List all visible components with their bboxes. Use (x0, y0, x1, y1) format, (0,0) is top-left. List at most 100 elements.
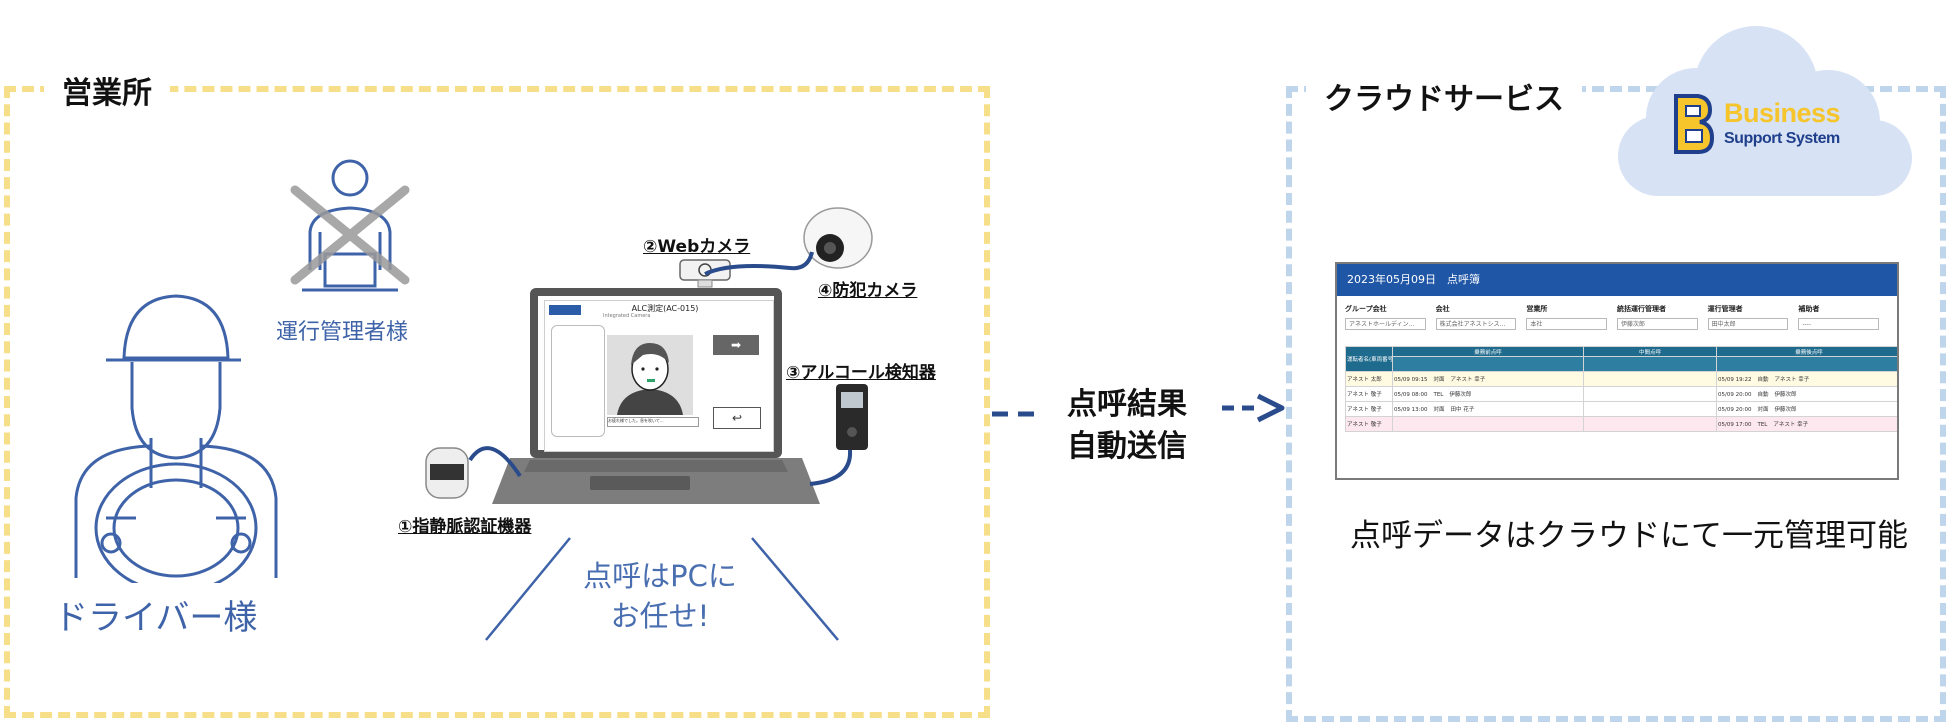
post-method-cell: 05/09 20:00 自動伊藤次郎 (1716, 386, 1897, 402)
filter-select[interactable]: 伊藤次郎 (1617, 318, 1698, 330)
filter-label: 補助者 (1798, 305, 1820, 313)
pre-method-cell: 05/09 13:00 対面田中 花子 (1392, 401, 1584, 417)
post-method: 対面 (1757, 407, 1769, 413)
post-time: 05/09 20:00 (1718, 392, 1752, 398)
cross-mark-icon (290, 185, 410, 285)
driver-name: アネスト 敬子 (1347, 407, 1382, 413)
pre-checker: アネスト 幸子 (1450, 377, 1486, 383)
window-title: ALC測定(AC-015) (631, 304, 699, 313)
group-header-mid: 中間点呼 (1583, 346, 1717, 357)
rollcall-table: 運転者名(車両番号) 乗務前点呼 中間点呼 乗務後点呼 アネスト 太郎 05/09… (1345, 346, 1897, 432)
filter-select[interactable]: 本社 (1526, 318, 1607, 330)
post-time: 05/09 19:22 (1718, 377, 1752, 383)
post-checker: 伊藤次郎 (1774, 407, 1797, 413)
filter-select[interactable]: ---- (1798, 318, 1879, 330)
post-method: TEL (1757, 422, 1768, 428)
webcam-icon (679, 259, 731, 288)
pre-checker: 田中 花子 (1450, 407, 1475, 413)
transfer-text: 点呼結果 自動送信 (1052, 384, 1202, 468)
cloud-title: クラウドサービス (1306, 74, 1582, 118)
mid-cell (1583, 416, 1717, 432)
post-checker: 伊藤次郎 (1774, 392, 1797, 398)
driver-name-cell: アネスト 敬子 (1345, 401, 1393, 417)
alcohol-detector-icon (836, 384, 868, 450)
transfer-line-1: 点呼結果 (1067, 387, 1187, 422)
filter-label: 運行管理者 (1707, 305, 1743, 313)
slogan-line-1: 点呼はPCに (583, 559, 737, 593)
security-camera-icon (803, 207, 873, 269)
driver-name-cell: アネスト 太郎 (1345, 371, 1393, 387)
alcohol-detector-label: ③アルコール検知器 (786, 363, 936, 383)
driver-name: アネスト 太郎 (1347, 377, 1382, 383)
filter-select[interactable]: アネストホールディン... (1345, 318, 1426, 330)
pre-time: 05/09 13:00 (1394, 407, 1428, 413)
fingerprint-device-icon (425, 447, 469, 499)
pre-checker: 伊藤次郎 (1449, 392, 1472, 398)
voice-prompt: お疲れ様でした。息を吹いて... (607, 417, 699, 427)
manager-icon (290, 159, 410, 292)
post-method: 自動 (1757, 377, 1769, 383)
driver-name: アネスト 敬子 (1347, 422, 1382, 428)
table-row[interactable]: アネスト 敬子 05/09 17:00 TEL アネスト 幸子 (1345, 416, 1897, 432)
security-camera-label: ④防犯カメラ (818, 281, 918, 301)
group-header-post: 乗務後点呼 (1716, 346, 1897, 357)
filter-label: 営業所 (1526, 305, 1548, 313)
post-time: 05/09 17:00 (1718, 422, 1752, 428)
slogan-line-2: お任せ! (610, 599, 710, 633)
transfer-line-2: 自動送信 (1067, 429, 1187, 464)
driver-column-header: 運転者名(車両番号) (1345, 346, 1393, 372)
filter-select[interactable]: 株式会社アネストシス... (1435, 318, 1517, 330)
forward-button[interactable]: ➡ (713, 335, 759, 355)
post-checker: アネスト 幸子 (1773, 422, 1809, 428)
pre-method-cell: 05/09 09:15 対面アネスト 幸子 (1392, 371, 1584, 387)
laptop-screen: ALC測定(AC-015) Integrated Camera お疲れ様でした。… (544, 300, 774, 452)
camera-feed (607, 335, 693, 415)
driver-face-icon (617, 343, 683, 415)
office-section-frame (4, 86, 990, 718)
return-button[interactable]: ↩ (713, 407, 761, 429)
slogan-lines (485, 537, 839, 641)
driver-icon (74, 294, 278, 583)
logo-line-2: Support System (1724, 130, 1840, 147)
group-header-pre: 乗務前点呼 (1392, 346, 1584, 357)
side-panel (551, 325, 605, 437)
rollcall-header: 2023年05月09日 点呼簿 (1337, 264, 1897, 296)
logo-line-1: Business (1724, 98, 1841, 128)
driver-label: ドライバー様 (54, 598, 258, 638)
cloud-section-frame (1286, 86, 1946, 722)
post-time: 05/09 20:00 (1718, 407, 1752, 413)
mid-cell (1583, 386, 1717, 402)
filter-label: グループ会社 (1345, 305, 1387, 313)
pre-time: 05/09 09:15 (1394, 377, 1428, 383)
pre-time: 05/09 08:00 (1394, 392, 1428, 398)
mid-cell (1583, 371, 1717, 387)
pre-method-cell: 05/09 08:00 TEL 伊藤次郎 (1392, 386, 1584, 402)
filter-label: 会社 (1435, 305, 1450, 313)
manager-label: 運行管理者様 (276, 320, 409, 345)
post-checker: アネスト 幸子 (1774, 377, 1810, 383)
post-method-cell: 05/09 20:00 対面伊藤次郎 (1716, 401, 1897, 417)
post-method: 自動 (1757, 392, 1769, 398)
filter-label: 統括運行管理者 (1617, 305, 1666, 313)
driver-name-cell: アネスト 敬子 (1345, 386, 1393, 402)
cloud-caption: 点呼データはクラウドにて一元管理可能 (1350, 518, 1908, 554)
pre-method: 対面 (1433, 377, 1445, 383)
slogan-text: 点呼はPCに お任せ! (560, 556, 760, 636)
pre-method: TEL (1433, 392, 1444, 398)
rollcall-filters: グループ会社アネストホールディン... 会社株式会社アネストシス... 営業所本社 統… (1345, 304, 1889, 340)
driver-name: アネスト 敬子 (1347, 392, 1382, 398)
mid-cell (1583, 401, 1717, 417)
filter-select[interactable]: 田中太郎 (1707, 318, 1789, 330)
webcam-label: ②Webカメラ (643, 237, 751, 257)
pre-method-cell (1392, 416, 1584, 432)
cables (468, 251, 853, 486)
rollcall-screenshot: 2023年05月09日 点呼簿 グループ会社アネストホールディン... 会社株式会… (1335, 262, 1899, 480)
bss-logo-mark-icon (1674, 94, 1715, 154)
driver-name-cell: アネスト 敬子 (1345, 416, 1393, 432)
transfer-arrow (992, 393, 1285, 423)
camera-name: Integrated Camera (603, 313, 651, 319)
pre-method: 対面 (1433, 407, 1445, 413)
